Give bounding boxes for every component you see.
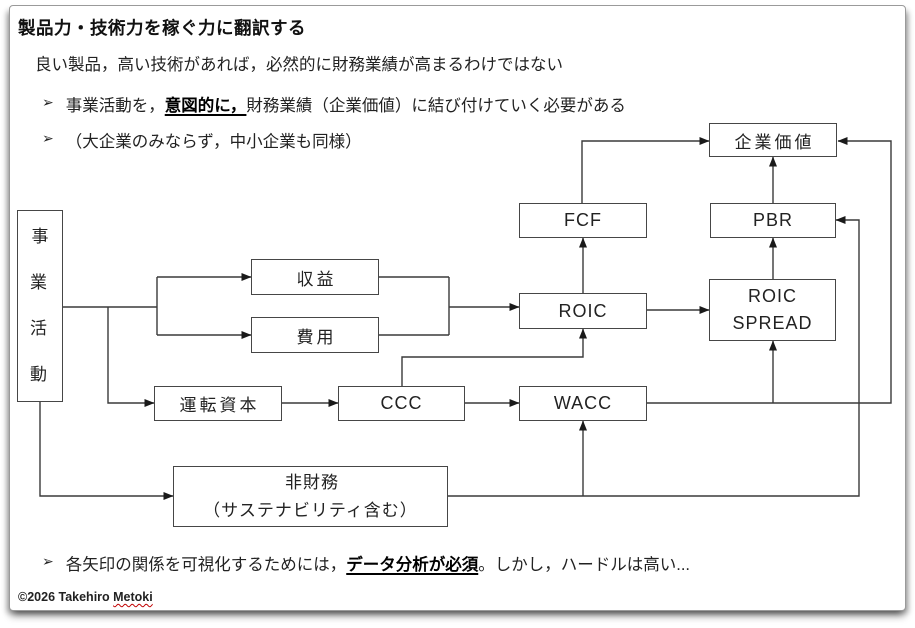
node-non-financial: 非財務 （サステナビリティ含む） — [173, 466, 448, 527]
node-fcf: FCF — [519, 203, 647, 238]
copyright-name: Metoki — [113, 590, 153, 604]
bullet-arrow-icon: ➢ — [42, 94, 54, 110]
node-revenue: 収益 — [251, 259, 379, 295]
copyright-notice: ©2026 Takehiro Metoki — [18, 590, 153, 604]
bullet1-post: 財務業績（企業価値）に結び付けていく必要がある — [246, 97, 626, 115]
bullet3-emphasis: データ分析が必須 — [346, 556, 479, 574]
bullet-sme-note: ➢ （大企業のみならず，中小企業も同様） — [42, 128, 362, 152]
bullet-arrow-icon: ➢ — [42, 553, 54, 569]
node-ccc: CCC — [338, 386, 465, 421]
node-expenses: 費用 — [251, 317, 379, 353]
node-working-capital: 運転資本 — [154, 386, 282, 421]
bullet3-pre: 各矢印の関係を可視化するためには， — [65, 556, 347, 574]
bullet-arrow-icon: ➢ — [42, 130, 54, 146]
bullet1-pre: 事業活動を， — [65, 97, 165, 115]
slide-subtitle: 良い製品，高い技術があれば，必然的に財務業績が高まるわけではない — [35, 56, 563, 74]
bullet3-text: 各矢印の関係を可視化するためには，データ分析が必須。しかし，ハードルは高い... — [66, 551, 690, 575]
copyright-text: ©2026 Takehiro — [18, 590, 114, 604]
bullet3-post: 。しかし，ハードルは高い... — [478, 556, 690, 574]
bullet2-text: （大企業のみならず，中小企業も同様） — [65, 133, 362, 151]
bullet1-emphasis: 意図的に， — [164, 97, 247, 115]
node-roic: ROIC — [519, 293, 647, 329]
node-business-activities: 事 業 活 動 — [17, 210, 63, 402]
connector-non-financial-to-pbr — [448, 216, 860, 497]
connector-fcf-to-corporate-value — [581, 137, 710, 203]
bullet-data-analysis: ➢ 各矢印の関係を可視化するためには，データ分析が必須。しかし，ハードルは高い.… — [42, 551, 690, 575]
bullet1-text: 事業活動を，意図的に，財務業績（企業価値）に結び付けていく必要がある — [66, 92, 626, 116]
connector-wacc-to-corporate-value — [646, 137, 892, 404]
bullet-intentional-link: ➢ 事業活動を，意図的に，財務業績（企業価値）に結び付けていく必要がある — [42, 92, 626, 116]
node-roic-spread: ROIC SPREAD — [709, 279, 836, 341]
connector-business-to-non-financial — [39, 402, 174, 500]
node-wacc: WACC — [519, 386, 647, 421]
node-pbr: PBR — [710, 203, 836, 238]
connector-ccc-to-roic — [401, 328, 587, 386]
connector-business-to-working-capital — [107, 307, 155, 407]
connector-revenue-expense-merge — [378, 276, 450, 336]
connector-business-split — [63, 277, 158, 335]
node-corporate-value: 企業価値 — [709, 123, 837, 157]
slide-title: 製品力・技術力を稼ぐ力に翻訳する — [18, 18, 306, 38]
